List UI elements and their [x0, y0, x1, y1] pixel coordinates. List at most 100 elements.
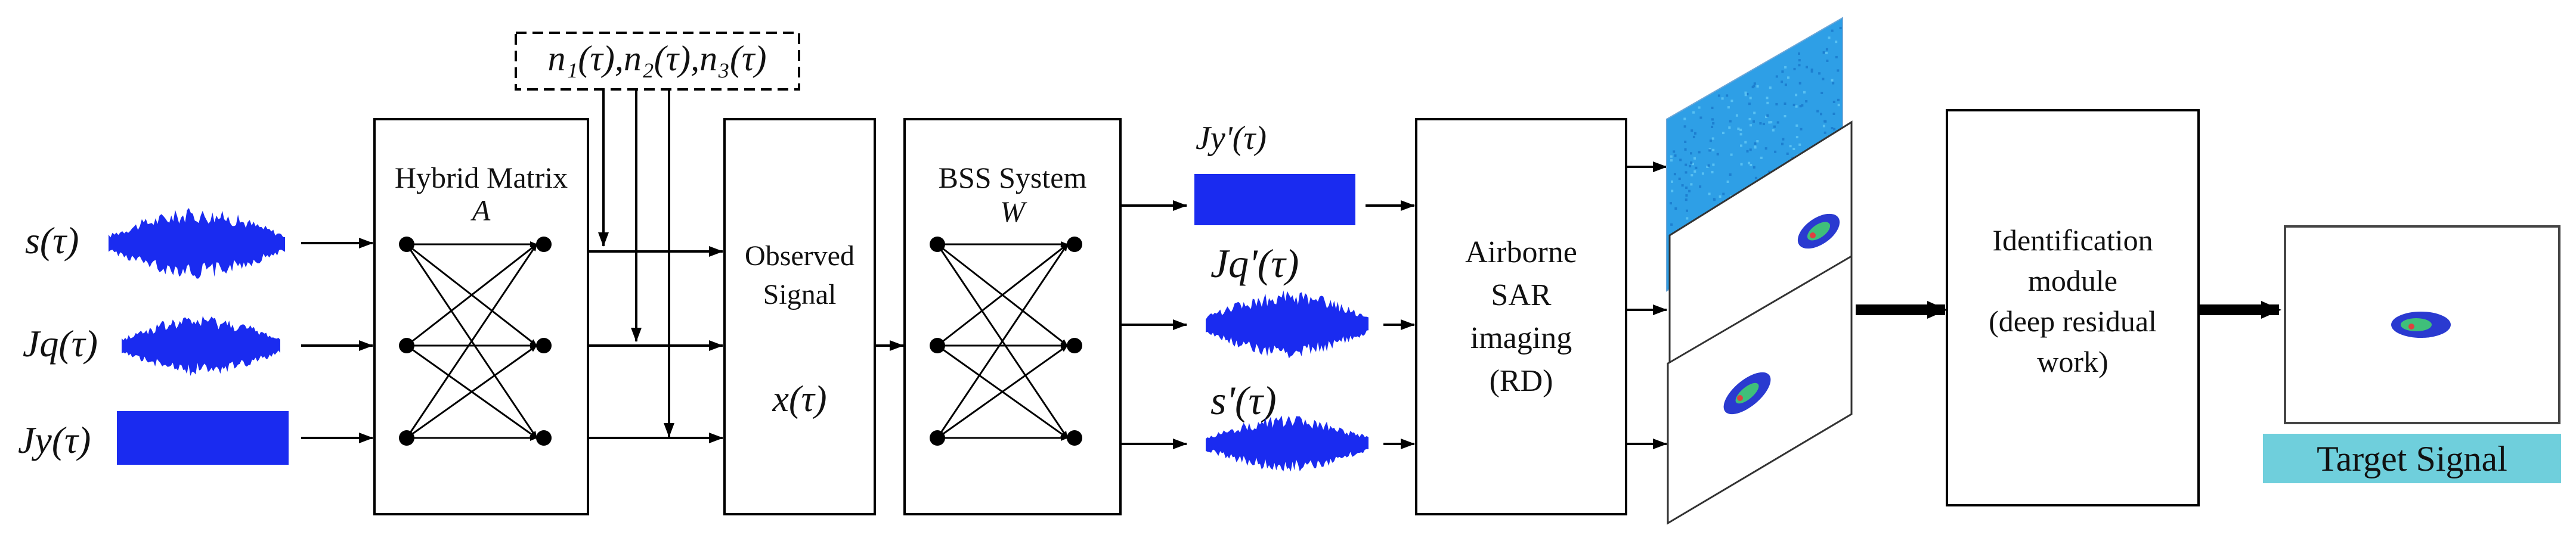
speckle [1776, 121, 1779, 124]
sar-line4: (RD) [1490, 364, 1553, 398]
input-arrows [301, 238, 373, 443]
speckle [1837, 104, 1840, 107]
target-signal-label-box: Target Signal [2263, 434, 2561, 483]
speckle [1760, 156, 1763, 159]
speckle [1690, 129, 1693, 132]
speckle [1775, 75, 1778, 78]
speckle [1692, 135, 1695, 138]
noise-box: n₁(τ),n₂(τ),n₃(τ) [515, 32, 800, 91]
speckle [1749, 97, 1752, 100]
speckle [1751, 86, 1754, 89]
speckle [1693, 170, 1696, 173]
speckle [1746, 150, 1749, 153]
speckle [1766, 114, 1769, 117]
speckle [1800, 128, 1803, 130]
speckle [1754, 176, 1757, 179]
speckle [1730, 153, 1733, 156]
speckle [1820, 113, 1822, 116]
speckle [1716, 153, 1719, 156]
speckle [1712, 163, 1715, 166]
speckle [1711, 118, 1714, 121]
speckle [1722, 192, 1725, 195]
network-edge [405, 244, 538, 439]
hybrid-matrix-block: Hybrid Matrix A [373, 118, 589, 515]
speckle [1684, 148, 1687, 151]
network-edge [936, 244, 1069, 439]
speckle [1699, 116, 1702, 119]
network-node [399, 430, 414, 446]
speckle [1781, 70, 1784, 73]
speckle [1685, 171, 1688, 174]
speckle [1671, 189, 1674, 192]
input-label-jy: Jy(τ) [18, 419, 91, 461]
speckle [1679, 158, 1682, 161]
speckle [1789, 145, 1792, 148]
sar-line2: SAR [1491, 278, 1551, 312]
speckle [1689, 164, 1692, 167]
speckle [1748, 161, 1751, 164]
speckle [1749, 148, 1752, 151]
rectangle-signal-icon [1194, 174, 1355, 225]
speckle [1690, 161, 1693, 164]
speckle [1793, 67, 1796, 70]
speckle [1737, 128, 1740, 130]
speckle [1735, 114, 1738, 117]
speckle [1831, 79, 1834, 82]
speckle [1837, 69, 1840, 72]
speckle [1822, 125, 1825, 128]
speckle [1784, 102, 1787, 105]
output-label-jq: Jq'(τ) [1210, 241, 1299, 286]
speckle [1756, 140, 1759, 143]
speckle [1722, 132, 1724, 135]
speckle [1824, 120, 1827, 123]
rectangle-signal-icon [117, 411, 289, 465]
speckle [1708, 192, 1711, 195]
speckle [1795, 136, 1798, 139]
speckle [1698, 106, 1701, 109]
speckle [1690, 174, 1693, 177]
noise-drop-lines [598, 89, 674, 437]
speckle [1712, 122, 1715, 125]
speckle [1686, 217, 1689, 220]
speckle [1774, 150, 1777, 153]
identification-line2: module [2028, 264, 2117, 297]
network-node [930, 430, 945, 446]
speckle [1740, 144, 1742, 147]
identification-block: Identification module (deep residual wor… [1946, 109, 2200, 506]
speckle [1674, 154, 1677, 157]
speckle [1803, 91, 1806, 94]
speckle [1822, 77, 1825, 80]
speckle [1729, 173, 1732, 176]
speckle [1820, 92, 1823, 94]
speckle [1711, 107, 1714, 110]
speckle [1698, 151, 1701, 154]
speckle [1683, 125, 1686, 128]
speckle [1831, 127, 1834, 130]
speckle [1695, 166, 1698, 169]
observed-symbol: x(τ) [772, 379, 826, 419]
speckle [1690, 183, 1693, 186]
network-node [399, 237, 414, 252]
bss-symbol: W [1000, 195, 1027, 228]
speckle [1739, 128, 1742, 131]
speckle [1798, 82, 1801, 85]
speckle [1750, 124, 1752, 127]
speckle [1748, 102, 1751, 105]
bss-system-block: BSS System W [903, 118, 1122, 515]
speckle [1798, 59, 1801, 62]
speckle [1828, 36, 1831, 39]
output-label-jy: Jy'(τ) [1196, 120, 1267, 157]
speckle [1795, 105, 1798, 108]
speckle [1719, 195, 1722, 198]
speckle [1822, 51, 1825, 54]
network-node [1067, 430, 1082, 446]
speckle [1711, 137, 1714, 140]
network-edge [937, 344, 1068, 439]
speckle [1709, 139, 1712, 142]
sar-imaging-block: Airborne SAR imaging (RD) [1415, 118, 1627, 515]
sar-line3: imaging [1470, 321, 1572, 355]
speckle [1750, 164, 1753, 166]
speckle [1805, 100, 1808, 102]
speckle [1671, 180, 1673, 183]
speckle [1792, 148, 1795, 150]
